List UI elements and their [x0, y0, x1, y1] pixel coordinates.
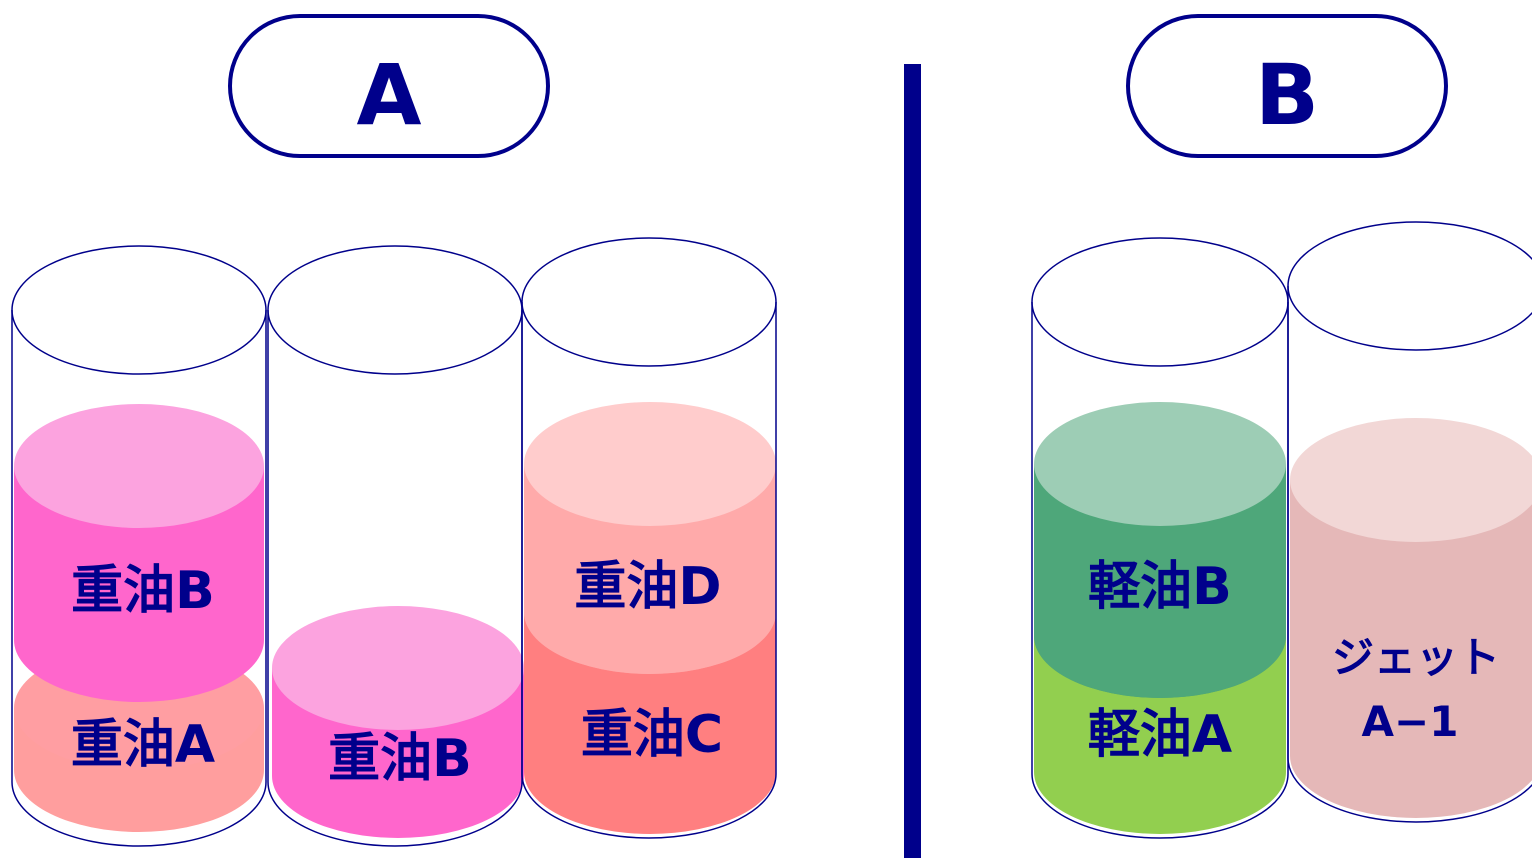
tank-a3-label-heavy-oil-d: 重油D: [574, 557, 721, 617]
tank-b1-body-outline: [1031, 302, 1289, 839]
tank-b1-label-light-oil-a: 軽油A: [1088, 705, 1232, 765]
tank-b2-body-outline: [1287, 286, 1532, 823]
tank-a3-top-rim: [521, 237, 777, 367]
tank-a1-top-rim: [11, 245, 267, 375]
tank-a3-body-outline: [521, 302, 777, 839]
tank-a3-label-heavy-oil-c: 重油C: [581, 705, 723, 765]
tank-b2-top-rim: [1287, 221, 1532, 351]
tank-b1-top-rim: [1031, 237, 1289, 367]
tank-a2-body-outline: [267, 310, 523, 847]
tank-b2-liquid-surface: [1290, 418, 1532, 542]
tank-a1: 重油B 重油A: [11, 245, 267, 847]
tank-b2: ジェット A−1: [1287, 221, 1532, 823]
tank-b2-layer-jet-a1: [1290, 480, 1532, 818]
group-b-label: B: [1255, 46, 1319, 144]
tank-a1-label-heavy-oil-b: 重油B: [71, 561, 215, 621]
tank-a1-label-heavy-oil-a: 重油A: [71, 715, 215, 775]
tank-a3: 重油D 重油C: [521, 237, 777, 839]
tank-b1-label-light-oil-b: 軽油B: [1088, 557, 1232, 617]
tank-a2-top-rim: [267, 245, 523, 375]
group-b-badge: B: [1126, 14, 1448, 158]
tank-a3-liquid-surface: [524, 402, 776, 526]
tank-a1-liquid-surface: [14, 404, 264, 528]
group-a-badge-frame: [228, 14, 550, 158]
group-divider: [904, 64, 921, 858]
tank-a2: 重油B: [267, 245, 524, 847]
tank-b2-label-jet-line1: ジェット: [1332, 633, 1500, 682]
tank-b1: 軽油B 軽油A: [1031, 237, 1289, 839]
tank-a2-label-heavy-oil-b: 重油B: [328, 729, 472, 789]
group-a-label: A: [356, 46, 421, 144]
tank-a1-body-outline: [11, 310, 267, 847]
group-a-badge: A: [228, 14, 550, 158]
tank-a2-liquid-surface: [272, 606, 524, 730]
tank-b2-label-jet-line2: A−1: [1362, 697, 1459, 746]
tank-b1-layer-light-oil-b: [1034, 464, 1286, 698]
tank-b1-liquid-surface: [1034, 402, 1286, 526]
tank-a1-layer-heavy-oil-b: [14, 466, 264, 702]
group-b-badge-frame: [1126, 14, 1448, 158]
tank-a3-layer-heavy-oil-c: [524, 612, 776, 834]
